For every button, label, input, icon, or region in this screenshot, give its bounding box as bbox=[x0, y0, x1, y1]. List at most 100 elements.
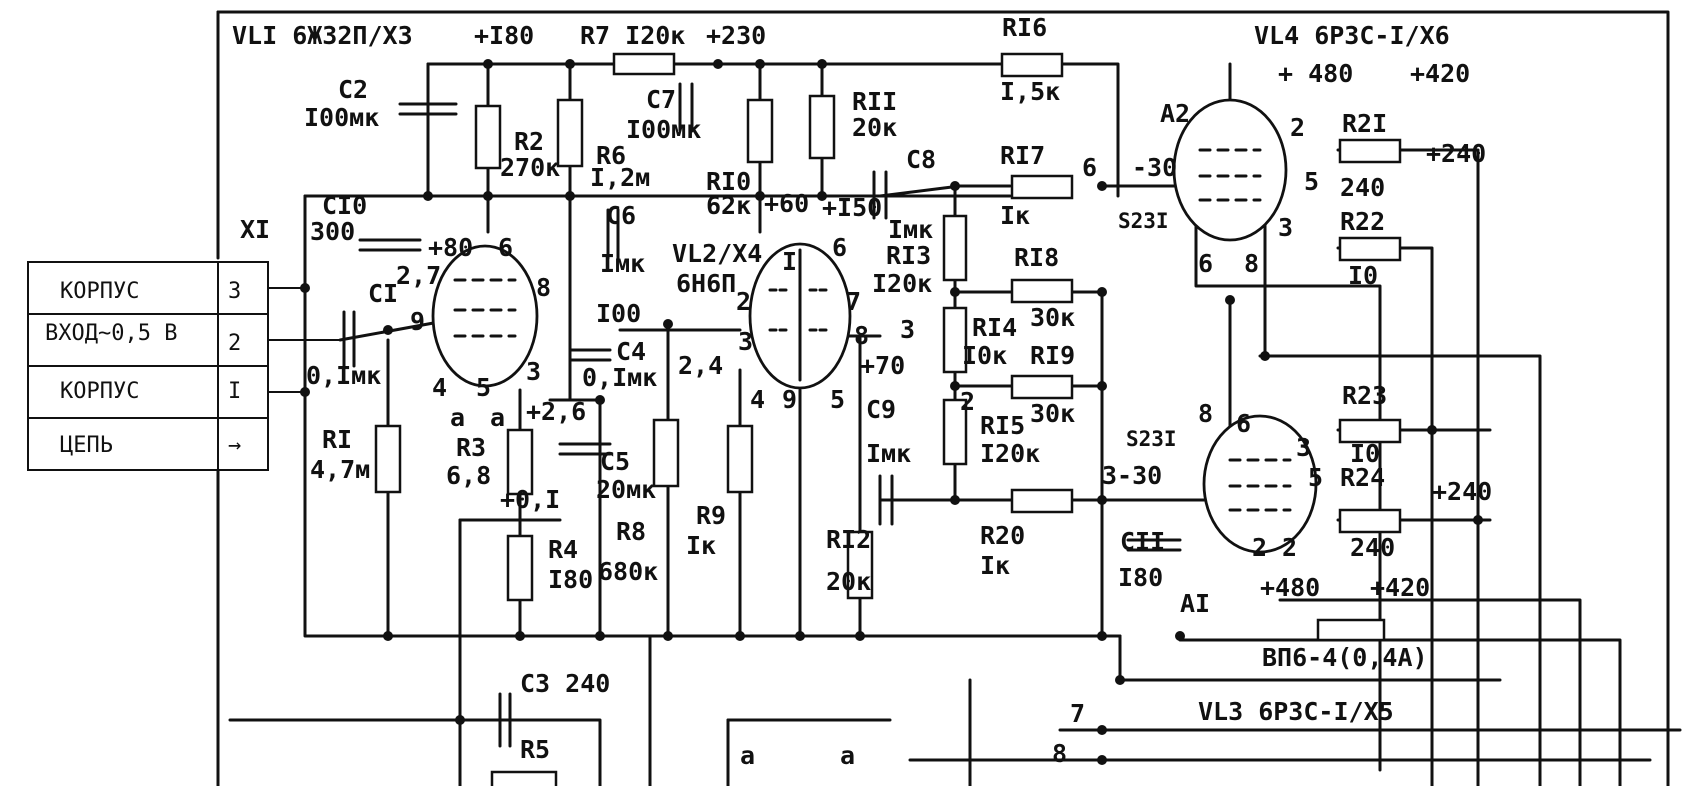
voltage-180: +I80 bbox=[474, 21, 534, 50]
pin-3-c9: 3 bbox=[900, 315, 915, 344]
r15-value: I20к bbox=[980, 439, 1040, 468]
a1-label: AI bbox=[1180, 589, 1210, 618]
r20-value: Iк bbox=[980, 551, 1010, 580]
vl2-type-label: 6Н6П bbox=[676, 269, 736, 298]
vl3-pin-2-a: 2 bbox=[1252, 533, 1267, 562]
r16-label: RI6 bbox=[1002, 13, 1047, 42]
r14-value: I0к bbox=[962, 341, 1007, 370]
tube-labels: VLI 6Ж32П/Х3 VL2/Х4 6Н6П VL3 6Р3С-I/Х5 V… bbox=[232, 21, 1450, 726]
pin-6-r17: 6 bbox=[1082, 153, 1097, 182]
r18-value: 30к bbox=[1030, 303, 1075, 332]
vl2-pin-5: 5 bbox=[830, 385, 845, 414]
connector-row-1-label: КОРПУС bbox=[60, 279, 139, 304]
c3-symbol bbox=[498, 692, 512, 748]
vl2-pin-8: 8 bbox=[854, 321, 869, 350]
r3-label: R3 bbox=[456, 433, 486, 462]
r22-label: R22 bbox=[1340, 207, 1385, 236]
r16-value: I,5к bbox=[1000, 77, 1060, 106]
r5-label: R5 bbox=[520, 735, 550, 764]
voltage-2-6: +2,6 bbox=[526, 397, 586, 426]
voltage-240-b: +240 bbox=[1432, 477, 1492, 506]
r12-body bbox=[846, 530, 874, 600]
r6-label: R6 bbox=[596, 141, 626, 170]
c1-symbol bbox=[342, 310, 356, 368]
r9-body bbox=[726, 424, 754, 494]
voltage-420-a: +420 bbox=[1410, 59, 1470, 88]
c6-value: Iмк bbox=[600, 249, 645, 278]
c1-value: 0,Iмк bbox=[306, 361, 381, 390]
r4-label: R4 bbox=[548, 535, 578, 564]
c4-symbol bbox=[568, 348, 612, 362]
r11-body bbox=[808, 94, 836, 160]
r6-body bbox=[556, 98, 584, 168]
r23-label: R23 bbox=[1342, 381, 1387, 410]
vl1-pin-8: 8 bbox=[536, 273, 551, 302]
c2-symbol bbox=[398, 102, 458, 116]
a2-label: A2 bbox=[1160, 99, 1190, 128]
ground-bus bbox=[303, 194, 1122, 638]
r9-label: R9 bbox=[696, 501, 726, 530]
r20-body bbox=[1010, 488, 1074, 514]
r14-label: RI4 bbox=[972, 313, 1017, 342]
r10-body bbox=[746, 98, 774, 164]
connector-row-4-pin: → bbox=[228, 433, 241, 458]
voltage-70: +70 bbox=[860, 351, 905, 380]
c8-symbol bbox=[872, 170, 888, 220]
pin-a-1: a bbox=[740, 741, 755, 770]
vl4-pin-8: 8 bbox=[1244, 249, 1259, 278]
r7-label: R7 I20к bbox=[580, 21, 685, 50]
connector-row-3-pin: I bbox=[228, 379, 241, 404]
tubes bbox=[431, 98, 1318, 554]
c5-value: 20мк bbox=[596, 475, 656, 504]
c5-symbol bbox=[558, 442, 612, 456]
pin-a-3: a bbox=[450, 403, 465, 432]
connector-row-2-pin: 2 bbox=[228, 331, 241, 356]
voltage-420-b: +420 bbox=[1370, 573, 1430, 602]
fuse-body bbox=[1316, 618, 1386, 642]
node-8: 8 bbox=[1052, 739, 1067, 768]
r3-body bbox=[506, 428, 534, 496]
c5-label: C5 bbox=[600, 447, 630, 476]
s231-a-label: S23I bbox=[1118, 209, 1169, 233]
vl1-pin-9: 9 bbox=[410, 307, 425, 336]
pin-100: I00 bbox=[596, 299, 641, 328]
vl2-pin-6: 6 bbox=[832, 233, 847, 262]
vl2-label: VL2/Х4 bbox=[672, 239, 762, 268]
vl3-pin-5: 5 bbox=[1308, 463, 1323, 492]
connector-row-2-label: ВХОД~0,5 В bbox=[45, 321, 177, 346]
c1-label: CI bbox=[368, 279, 398, 308]
r23-body bbox=[1338, 418, 1402, 444]
r5-body bbox=[490, 770, 558, 786]
r1-label: RI bbox=[322, 425, 352, 454]
r17-body bbox=[1010, 174, 1074, 200]
r18-body bbox=[1010, 278, 1074, 304]
connector-ref: XI bbox=[240, 215, 270, 244]
c7-label: C7 bbox=[646, 85, 676, 114]
r12-value: 20к bbox=[826, 567, 871, 596]
c7-value: I00мк bbox=[626, 115, 701, 144]
r1-value: 4,7м bbox=[310, 455, 370, 484]
r8-body bbox=[652, 418, 680, 488]
r24-value: 240 bbox=[1350, 533, 1395, 562]
r23-value: I0 bbox=[1350, 439, 1380, 468]
vl1-pin-3: 3 bbox=[526, 357, 541, 386]
component-labels: C2 I00мк R7 I20к R2 270к R6 I,2м C7 I00м… bbox=[304, 13, 1428, 764]
vl4-tube bbox=[1172, 98, 1288, 242]
r7-body bbox=[612, 52, 676, 76]
voltage-minus-30-b: 3-30 bbox=[1102, 461, 1162, 490]
r11-label: RII bbox=[852, 87, 897, 116]
vl1-label: VLI 6Ж32П/Х3 bbox=[232, 21, 413, 50]
r24-body bbox=[1338, 508, 1402, 534]
r17-value: Iк bbox=[1000, 201, 1030, 230]
c10-value: 300 bbox=[310, 217, 355, 246]
voltage-0-1: +0,I bbox=[500, 485, 560, 514]
c8-value: Iмк bbox=[888, 215, 933, 244]
r22-body bbox=[1338, 236, 1402, 262]
vl3-pin-8: 8 bbox=[1198, 399, 1213, 428]
frame bbox=[216, 10, 1670, 786]
connector-row-4-label: ЦЕПЬ bbox=[60, 433, 113, 458]
voltage-150: +I50 bbox=[822, 193, 882, 222]
r20-label: R20 bbox=[980, 521, 1025, 550]
connector-xi: XI КОРПУС 3 ВХОД~0,5 В 2 КОРПУС I ЦЕПЬ → bbox=[27, 215, 340, 471]
r2-value: 270к bbox=[500, 153, 560, 182]
